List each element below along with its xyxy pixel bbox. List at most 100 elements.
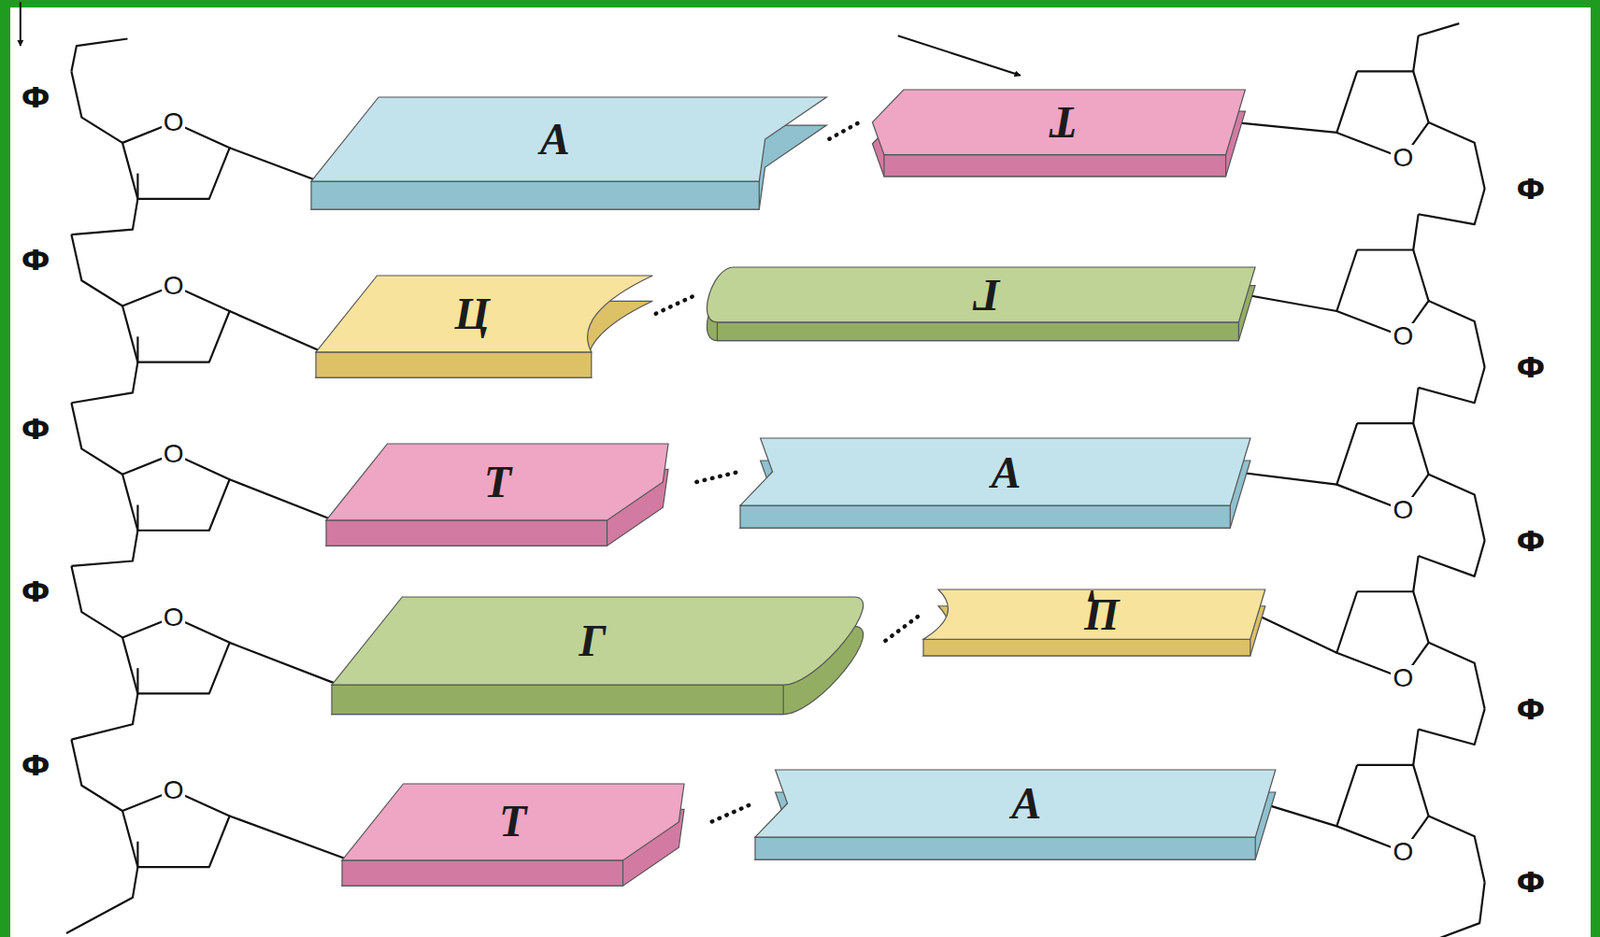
sugar-phosphate-backbone bbox=[229, 311, 319, 351]
base-letter: Ц bbox=[454, 291, 489, 337]
base-plate: Т bbox=[326, 443, 694, 546]
plate-side bbox=[311, 181, 759, 210]
base-letter: Т bbox=[499, 799, 527, 844]
sugar-phosphate-backbone bbox=[1413, 729, 1418, 766]
sugar-phosphate-backbone bbox=[229, 815, 344, 858]
sugar-phosphate-backbone bbox=[136, 668, 139, 694]
base-letter: Г bbox=[579, 618, 607, 664]
sugar-phosphate-backbone bbox=[1256, 614, 1337, 654]
hydrogen-bond bbox=[828, 122, 859, 140]
sugar-phosphate-backbone bbox=[1428, 122, 1486, 189]
sugar-phosphate-backbone bbox=[1413, 387, 1418, 424]
sugar-phosphate-backbone bbox=[1428, 642, 1486, 710]
sugar-phosphate-backbone bbox=[1418, 541, 1486, 577]
base-letter: А bbox=[540, 116, 571, 162]
plate-side bbox=[326, 520, 608, 546]
plate-face bbox=[706, 267, 1256, 323]
green-frame bbox=[0, 0, 11, 937]
pointer-arrow bbox=[19, 1, 22, 46]
plate-face bbox=[755, 770, 1276, 838]
sugar-phosphate-backbone bbox=[136, 504, 139, 530]
oxygen-label: O bbox=[161, 272, 186, 300]
sugar-phosphate-backbone bbox=[136, 173, 139, 200]
plate-side bbox=[716, 322, 1239, 342]
sugar-phosphate-backbone bbox=[1418, 367, 1486, 403]
sugar-phosphate-backbone bbox=[1438, 882, 1485, 937]
plate-face bbox=[311, 97, 827, 182]
plate-face bbox=[315, 275, 653, 353]
plate-side bbox=[884, 155, 1227, 177]
base-plate: А bbox=[311, 97, 827, 210]
green-frame bbox=[1590, 0, 1600, 937]
sugar-phosphate-backbone bbox=[71, 402, 123, 474]
plate-face bbox=[871, 89, 1245, 156]
base-plate: Ц bbox=[923, 589, 1266, 657]
hydrogen-bond bbox=[696, 472, 737, 483]
sugar-phosphate-backbone bbox=[1238, 472, 1338, 486]
sugar-phosphate-backbone bbox=[1428, 300, 1486, 368]
plate-side bbox=[342, 859, 624, 886]
sugar-phosphate-backbone bbox=[71, 362, 138, 404]
base-plate: Т bbox=[342, 784, 710, 886]
plate-side bbox=[315, 352, 592, 378]
plate-face bbox=[342, 784, 685, 861]
sugar-phosphate-backbone bbox=[71, 693, 138, 740]
plate-face bbox=[331, 597, 864, 686]
sugar-phosphate-backbone bbox=[71, 740, 123, 812]
plate-side bbox=[740, 506, 1230, 529]
base-letter: Т bbox=[1050, 100, 1078, 145]
sugar-phosphate-backbone bbox=[136, 842, 139, 868]
phosphate-label: Ф bbox=[19, 245, 53, 275]
base-letter: А bbox=[1011, 781, 1042, 827]
base-letter: Т bbox=[484, 459, 512, 505]
sugar-phosphate-backbone bbox=[229, 642, 334, 684]
oxygen-label: O bbox=[1390, 665, 1415, 692]
plate-side bbox=[331, 685, 784, 715]
phosphate-label: Ф bbox=[19, 577, 53, 607]
plate-side bbox=[923, 639, 1251, 657]
sugar-phosphate-backbone bbox=[136, 336, 139, 362]
phosphate-label: Ф bbox=[1514, 173, 1547, 203]
sugar-phosphate-backbone bbox=[1418, 23, 1460, 36]
sugar-phosphate-backbone bbox=[1413, 556, 1418, 592]
phosphate-label: Ф bbox=[19, 414, 53, 443]
sugar-phosphate-backbone bbox=[66, 867, 138, 934]
sugar-phosphate-backbone bbox=[71, 71, 123, 143]
base-letter: Ц bbox=[1085, 592, 1120, 638]
hydrogen-bond bbox=[712, 803, 753, 822]
oxygen-label: O bbox=[1390, 839, 1415, 866]
sugar-phosphate-backbone bbox=[1418, 188, 1486, 225]
oxygen-label: O bbox=[1390, 497, 1415, 524]
sugar-phosphate-backbone bbox=[71, 38, 128, 72]
pointer-arrow bbox=[898, 35, 1021, 76]
phosphate-label: Ф bbox=[1514, 694, 1547, 724]
phosphate-label: Ф bbox=[1514, 868, 1547, 898]
sugar-phosphate-backbone bbox=[1418, 709, 1486, 745]
sugar-phosphate-backbone bbox=[229, 147, 314, 179]
base-letter: А bbox=[990, 450, 1021, 496]
green-frame bbox=[0, 0, 1600, 8]
plate-shape bbox=[331, 597, 884, 715]
sugar-phosphate-backbone bbox=[1244, 295, 1337, 312]
hydrogen-bond bbox=[656, 295, 697, 315]
plate-face bbox=[923, 589, 1266, 640]
sugar-phosphate-backbone bbox=[1428, 474, 1486, 542]
sugar-phosphate-backbone bbox=[1428, 815, 1486, 883]
plate-face bbox=[740, 438, 1251, 506]
oxygen-label: O bbox=[161, 604, 186, 631]
base-plate: Т bbox=[862, 89, 1245, 177]
phosphate-label: Ф bbox=[1514, 353, 1547, 383]
sugar-phosphate-backbone bbox=[1263, 803, 1337, 827]
phosphate-label: Ф bbox=[19, 82, 53, 112]
oxygen-label: O bbox=[161, 441, 186, 468]
sugar-phosphate-backbone bbox=[1413, 35, 1418, 72]
base-plate: Г bbox=[331, 597, 884, 715]
base-plate: А bbox=[755, 770, 1276, 860]
sugar-phosphate-backbone bbox=[71, 199, 138, 235]
phosphate-label: Ф bbox=[19, 750, 53, 780]
oxygen-label: O bbox=[1390, 323, 1415, 350]
sugar-phosphate-backbone bbox=[229, 479, 329, 519]
oxygen-label: O bbox=[1390, 144, 1415, 172]
plate-side bbox=[755, 837, 1256, 860]
